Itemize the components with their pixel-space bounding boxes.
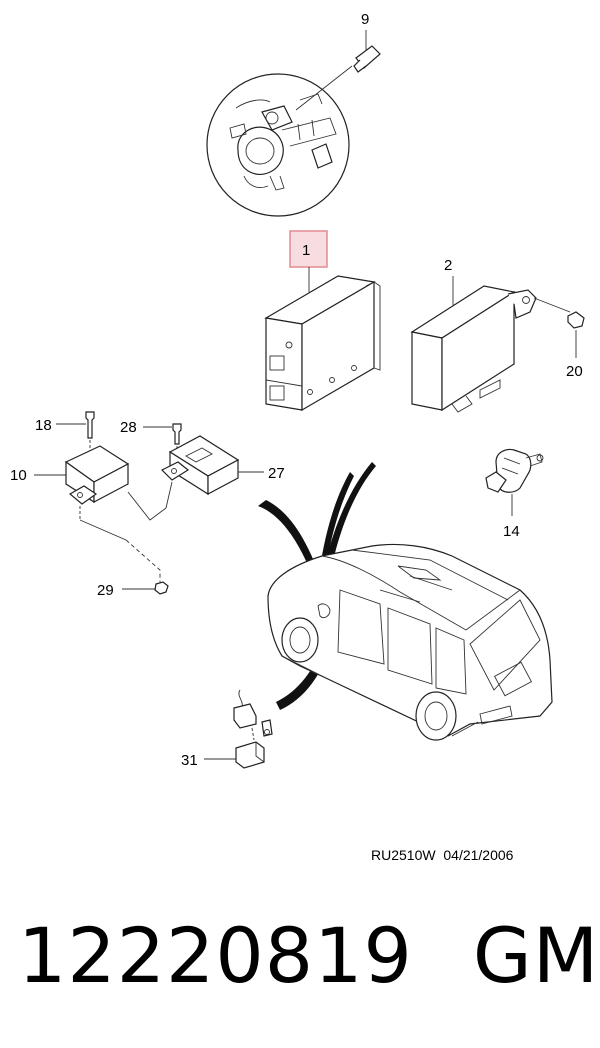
reference-code: RU2510W	[371, 847, 436, 863]
callout-14: 14	[503, 523, 520, 540]
brand-name: GM	[472, 911, 600, 1000]
part-9-sensor: 9	[206, 11, 381, 217]
callout-2: 2	[444, 257, 452, 274]
part-27-module: 28 27	[120, 419, 285, 509]
callout-29: 29	[97, 582, 114, 599]
diagram-reference: RU2510W 04/21/2006	[371, 847, 513, 863]
part-31-sensor: 31	[181, 689, 273, 769]
part-1-control-module: 1	[264, 230, 381, 412]
part-29-nut: 29	[97, 581, 169, 599]
callout-1: 1	[302, 242, 310, 259]
reference-date: 04/21/2006	[443, 847, 514, 863]
callout-9: 9	[361, 11, 369, 28]
part-10-module: 18 10	[10, 411, 167, 582]
vehicle-outline	[267, 543, 553, 741]
callout-27: 27	[268, 465, 285, 482]
callout-28: 28	[120, 419, 137, 436]
part-number: 12220819	[18, 911, 413, 1000]
parts-diagram: 9 1 2	[10, 11, 585, 769]
callout-31: 31	[181, 752, 198, 769]
part-2-module: 2	[410, 257, 537, 413]
part-14-sensor: 14	[485, 448, 544, 540]
callout-20: 20	[566, 363, 583, 380]
callout-18: 18	[35, 417, 52, 434]
callout-10: 10	[10, 467, 27, 484]
part-20-nut: 20	[533, 297, 585, 380]
callout-1-highlight	[289, 230, 328, 268]
